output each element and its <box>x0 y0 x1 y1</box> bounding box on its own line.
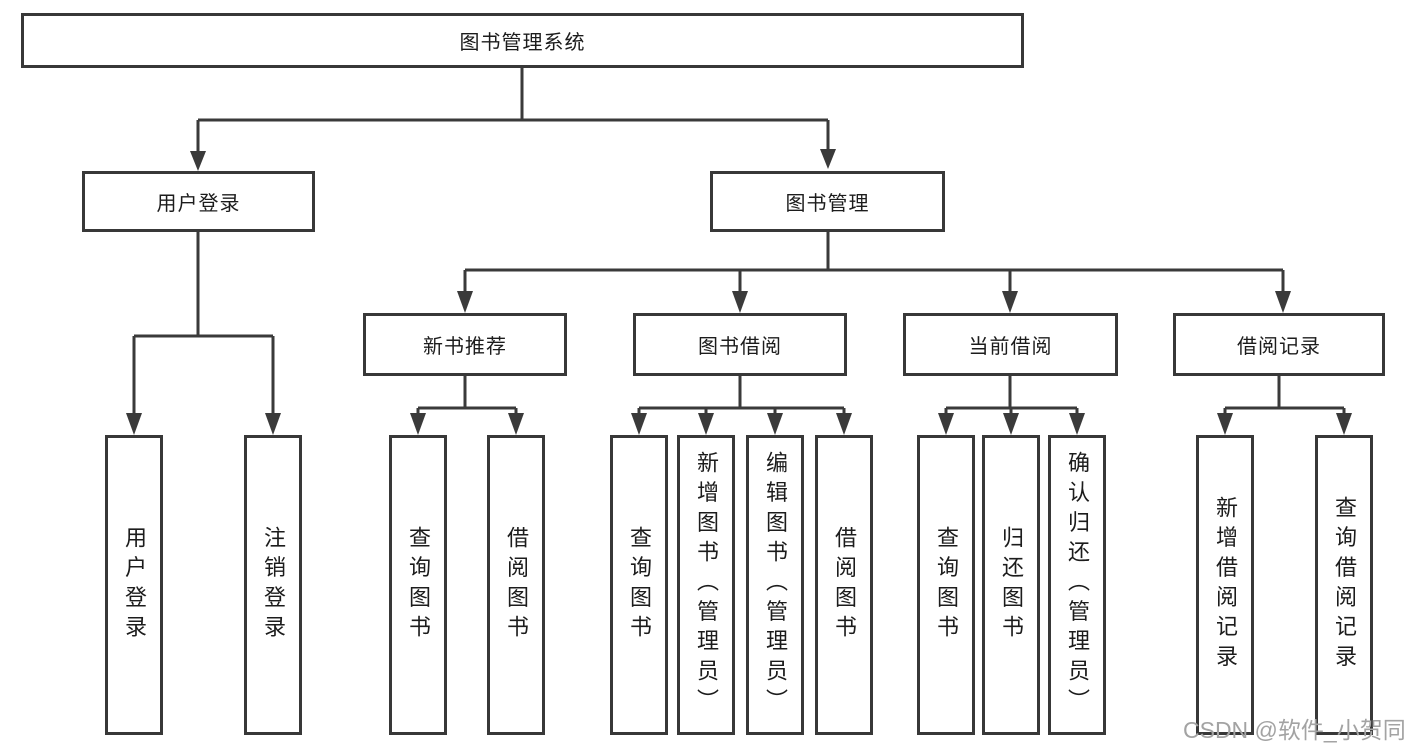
leaf-add-books-admin: 新增图书（管理员） <box>677 435 735 735</box>
node-current-borrow: 当前借阅 <box>903 313 1118 376</box>
leaf-label: 借阅图书 <box>504 525 529 645</box>
leaf-edit-books-admin: 编辑图书（管理员） <box>746 435 804 735</box>
leaf-label: 注销登录 <box>261 525 286 645</box>
leaf-query-books-2: 查询图书 <box>610 435 668 735</box>
leaf-label: 编辑图书（管理员） <box>763 451 788 719</box>
node-book-borrow: 图书借阅 <box>633 313 847 376</box>
leaf-borrow-books-2: 借阅图书 <box>815 435 873 735</box>
leaf-label: 新增借阅记录 <box>1213 495 1238 675</box>
node-book-management: 图书管理 <box>710 171 945 232</box>
leaf-confirm-return-admin: 确认归还（管理员） <box>1048 435 1106 735</box>
node-label: 当前借阅 <box>968 336 1053 358</box>
leaf-label: 新增图书（管理员） <box>694 451 719 719</box>
node-label: 借阅记录 <box>1237 336 1321 358</box>
csdn-watermark: CSDN @软件_小贺同学 <box>1183 717 1405 743</box>
leaf-query-books-3: 查询图书 <box>917 435 975 735</box>
node-label: 用户登录 <box>156 193 241 215</box>
leaf-label: 用户登录 <box>122 525 147 645</box>
node-label: 图书管理系统 <box>459 32 586 54</box>
node-root-library-system: 图书管理系统 <box>21 13 1024 68</box>
leaf-add-borrow-record: 新增借阅记录 <box>1196 435 1254 735</box>
leaf-return-books: 归还图书 <box>982 435 1040 735</box>
node-label: 新书推荐 <box>423 336 507 358</box>
leaf-label: 查询图书 <box>406 525 431 645</box>
leaf-label: 归还图书 <box>999 525 1024 645</box>
node-label: 图书借阅 <box>698 336 782 358</box>
leaf-borrow-books-1: 借阅图书 <box>487 435 545 735</box>
leaf-query-borrow-record: 查询借阅记录 <box>1315 435 1373 735</box>
node-new-book-recommend: 新书推荐 <box>363 313 567 376</box>
node-borrow-records: 借阅记录 <box>1173 313 1385 376</box>
node-label: 图书管理 <box>785 193 870 215</box>
leaf-query-books-1: 查询图书 <box>389 435 447 735</box>
leaf-label: 借阅图书 <box>832 525 857 645</box>
leaf-logout: 注销登录 <box>244 435 302 735</box>
leaf-user-login: 用户登录 <box>105 435 163 735</box>
arrowheads <box>126 149 1352 435</box>
leaf-label: 查询借阅记录 <box>1332 495 1357 675</box>
leaf-label: 查询图书 <box>627 525 652 645</box>
leaf-label: 确认归还（管理员） <box>1065 451 1090 719</box>
leaf-label: 查询图书 <box>934 525 959 645</box>
node-user-login: 用户登录 <box>82 171 315 232</box>
